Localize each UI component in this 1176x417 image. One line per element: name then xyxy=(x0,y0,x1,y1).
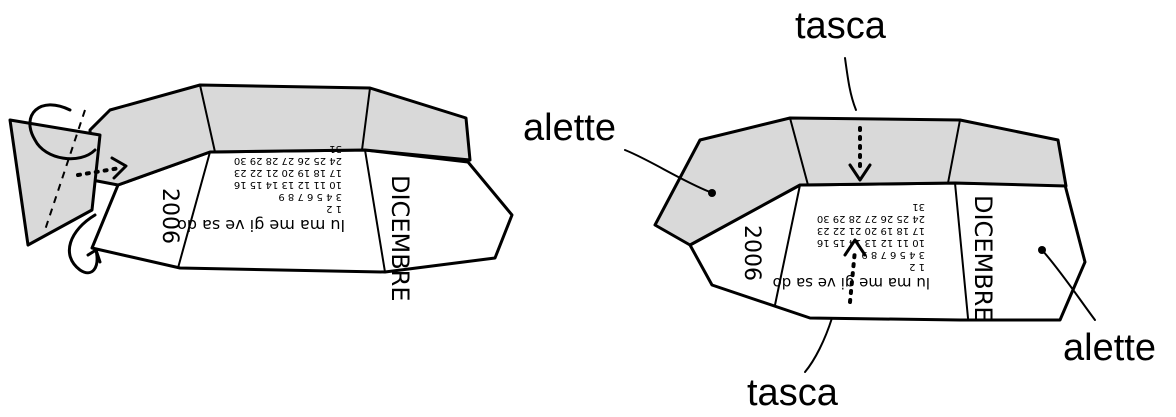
left-insert-arrow xyxy=(76,166,122,177)
right-band-crease-2 xyxy=(947,119,961,184)
right-cal-row-6: 31 xyxy=(912,201,925,212)
left-cal-row-5: 24 25 26 27 28 29 30 xyxy=(234,155,342,166)
right-face-crease-1 xyxy=(774,184,801,306)
left-weekdays: lu ma me gi ve sa do xyxy=(177,216,345,235)
left-year: 2006 xyxy=(157,188,182,244)
label-alette-left: alette xyxy=(523,107,616,149)
left-month: DICEMBRE xyxy=(386,175,414,302)
left-cal-row-1: 1 2 xyxy=(326,203,342,214)
leader-tasca-top xyxy=(844,57,857,111)
leader-tasca-bottom xyxy=(804,317,833,373)
left-calendar-print: lu ma me gi ve sa do 1 2 3 4 5 6 7 8 9 1… xyxy=(177,143,345,235)
right-cal-row-2: 3 4 5 6 7 8 9 xyxy=(861,249,925,260)
left-band-crease-1 xyxy=(199,84,216,153)
left-cal-row-4: 17 18 19 20 21 22 23 xyxy=(234,167,342,178)
right-month: DICEMBRE xyxy=(969,195,997,322)
right-calendar-print: lu ma me gi ve sa do 1 2 3 4 5 6 7 8 9 1… xyxy=(773,201,930,292)
left-top-band xyxy=(88,83,472,187)
left-insert-arrowhead xyxy=(110,156,128,180)
right-pocket-arrowhead-top xyxy=(848,163,872,182)
right-cal-row-1: 1 2 xyxy=(909,261,925,272)
left-rotate-arrowhead xyxy=(86,248,102,264)
right-top-band xyxy=(653,116,1068,247)
right-band-crease-1 xyxy=(789,117,809,186)
right-cal-row-3: 10 11 12 13 14 15 16 xyxy=(817,237,925,248)
left-face-crease-2 xyxy=(364,149,386,273)
left-band-crease-2 xyxy=(361,87,371,151)
right-figure: lu ma me gi ve sa do 1 2 3 4 5 6 7 8 9 1… xyxy=(624,57,1096,373)
left-fold-line xyxy=(44,109,86,231)
left-cal-row-2: 3 4 5 6 7 8 9 xyxy=(278,191,342,202)
left-cal-row-3: 10 11 12 13 14 15 16 xyxy=(234,179,342,190)
right-cal-row-4: 17 18 19 20 21 22 23 xyxy=(817,225,925,236)
left-face-crease-1 xyxy=(177,151,211,269)
label-tasca-bottom: tasca xyxy=(747,372,839,414)
right-year: 2006 xyxy=(739,225,764,281)
label-alette-right: alette xyxy=(1063,327,1156,369)
leader-alette-left xyxy=(624,149,711,193)
left-figure: lu ma me gi ve sa do 1 2 3 4 5 6 7 8 9 1… xyxy=(8,83,514,302)
right-pocket-arrow-bottom xyxy=(848,248,857,304)
label-tasca-top: tasca xyxy=(795,5,887,47)
dot-alette-left xyxy=(708,189,716,197)
right-weekdays: lu ma me gi ve sa do xyxy=(773,274,930,292)
left-rotate-arrow-bottom xyxy=(67,213,99,275)
left-rotate-arrow-top xyxy=(28,103,97,161)
right-cal-row-5: 24 25 26 27 28 29 30 xyxy=(817,213,925,224)
leader-alette-right xyxy=(1041,249,1096,321)
right-pocket-arrowhead-bottom xyxy=(843,238,867,257)
dot-alette-right xyxy=(1038,246,1046,254)
left-cal-row-6: 31 xyxy=(329,143,342,154)
right-face-crease-2 xyxy=(954,182,969,319)
left-folding-flap xyxy=(8,118,102,247)
